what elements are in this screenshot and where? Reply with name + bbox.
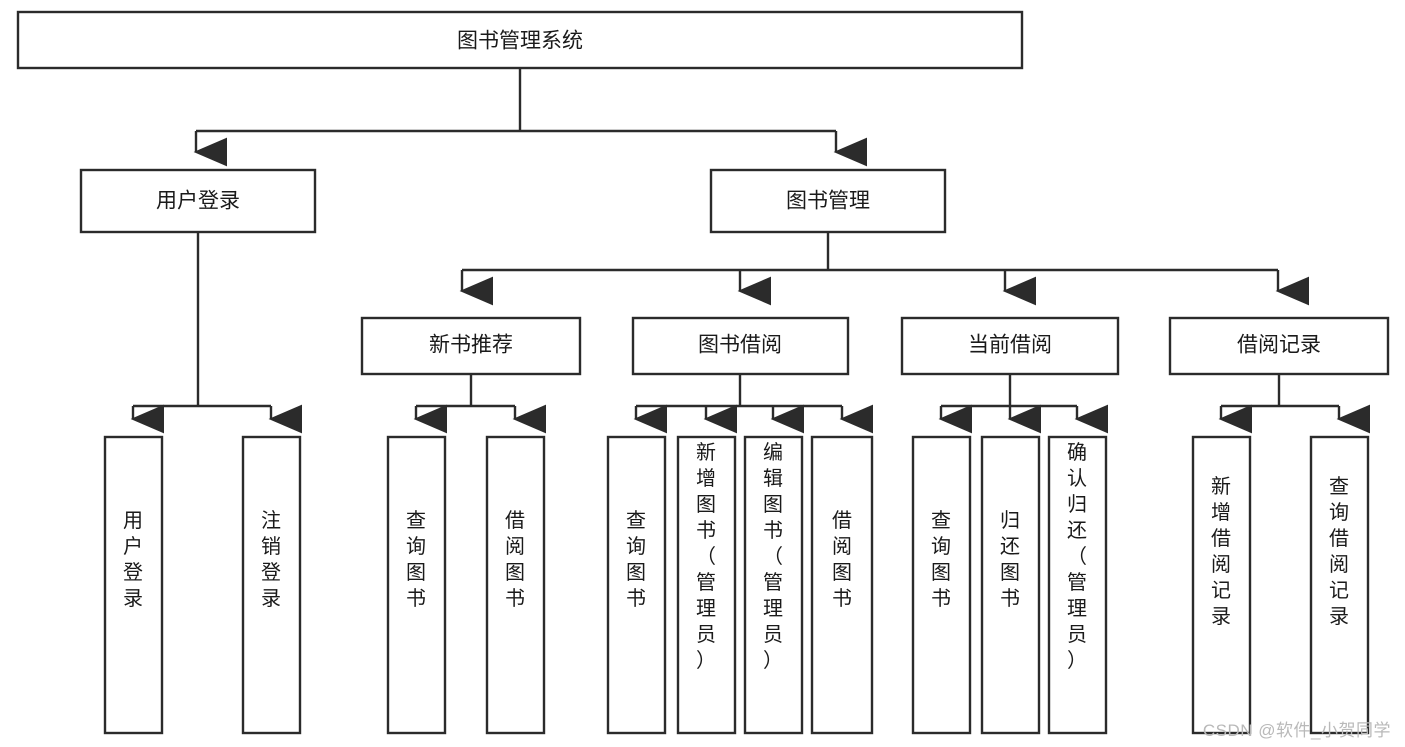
node-leaf-confirm-return[interactable]: 确认归还（管理员） — [1047, 435, 1108, 735]
node-root[interactable]: 图书管理系统 — [16, 10, 1024, 70]
node-leaf-add-record-label: 新增借阅记录 — [1211, 475, 1231, 628]
node-leaf-borrow-book-2-label: 借阅图书 — [832, 509, 852, 610]
node-leaf-confirm-return-label: 确认归还（管理员） — [1067, 441, 1087, 672]
connector-current-borrow-to-leaves — [938, 374, 1109, 434]
node-leaf-query-book-1[interactable]: 查询图书 — [386, 435, 447, 735]
connector-book-borrow-to-leaves — [633, 374, 874, 434]
node-current-borrow-label: 当前借阅 — [968, 334, 1052, 357]
node-book-borrow[interactable]: 图书借阅 — [631, 316, 850, 376]
node-leaf-borrow-book-1[interactable]: 借阅图书 — [485, 435, 546, 735]
node-book-manage[interactable]: 图书管理 — [709, 168, 947, 234]
connector-new-book-recommend-to-leaves — [413, 374, 547, 434]
node-borrow-record[interactable]: 借阅记录 — [1168, 316, 1390, 376]
node-leaf-query-book-3[interactable]: 查询图书 — [911, 435, 972, 735]
node-leaf-add-record[interactable]: 新增借阅记录 — [1191, 435, 1252, 735]
node-leaf-return-book[interactable]: 归还图书 — [980, 435, 1041, 735]
node-book-manage-label: 图书管理 — [786, 190, 870, 213]
node-leaf-query-book-3-label: 查询图书 — [931, 509, 951, 610]
node-new-book-recommend-label: 新书推荐 — [429, 334, 513, 357]
node-user-login-label: 用户登录 — [156, 190, 240, 213]
node-leaf-query-record-label: 查询借阅记录 — [1329, 475, 1349, 628]
node-leaf-user-login[interactable]: 用户登录 — [103, 435, 164, 735]
node-leaf-borrow-book-1-label: 借阅图书 — [505, 509, 525, 610]
node-leaf-user-logout[interactable]: 注销登录 — [241, 435, 302, 735]
node-user-login[interactable]: 用户登录 — [79, 168, 317, 234]
node-leaf-query-record[interactable]: 查询借阅记录 — [1309, 435, 1370, 735]
node-leaf-borrow-book-2[interactable]: 借阅图书 — [810, 435, 874, 735]
connector-book-manage-to-level3 — [459, 232, 1310, 306]
node-leaf-query-book-2[interactable]: 查询图书 — [606, 435, 667, 735]
node-leaf-add-book-label: 新增图书（管理员） — [696, 441, 716, 672]
connector-user-login-to-leaves — [130, 232, 303, 434]
node-book-borrow-label: 图书借阅 — [698, 334, 782, 357]
node-leaf-user-logout-label: 注销登录 — [261, 509, 281, 610]
node-leaf-user-login-label: 用户登录 — [123, 510, 143, 610]
connector-root-to-level2 — [193, 68, 868, 167]
node-leaf-query-book-1-label: 查询图书 — [406, 509, 426, 610]
watermark-credit: CSDN @软件_小贺同学 — [1202, 721, 1391, 740]
node-current-borrow[interactable]: 当前借阅 — [900, 316, 1120, 376]
node-root-label: 图书管理系统 — [457, 30, 583, 53]
node-leaf-add-book[interactable]: 新增图书（管理员） — [676, 435, 737, 735]
node-borrow-record-label: 借阅记录 — [1237, 334, 1321, 357]
node-leaf-edit-book[interactable]: 编辑图书（管理员） — [743, 435, 804, 735]
node-leaf-return-book-label: 归还图书 — [1000, 509, 1020, 610]
node-leaf-query-book-2-label: 查询图书 — [626, 509, 646, 610]
node-new-book-recommend[interactable]: 新书推荐 — [360, 316, 582, 376]
connector-borrow-record-to-leaves — [1218, 374, 1371, 434]
node-leaf-edit-book-label: 编辑图书（管理员） — [763, 441, 783, 672]
